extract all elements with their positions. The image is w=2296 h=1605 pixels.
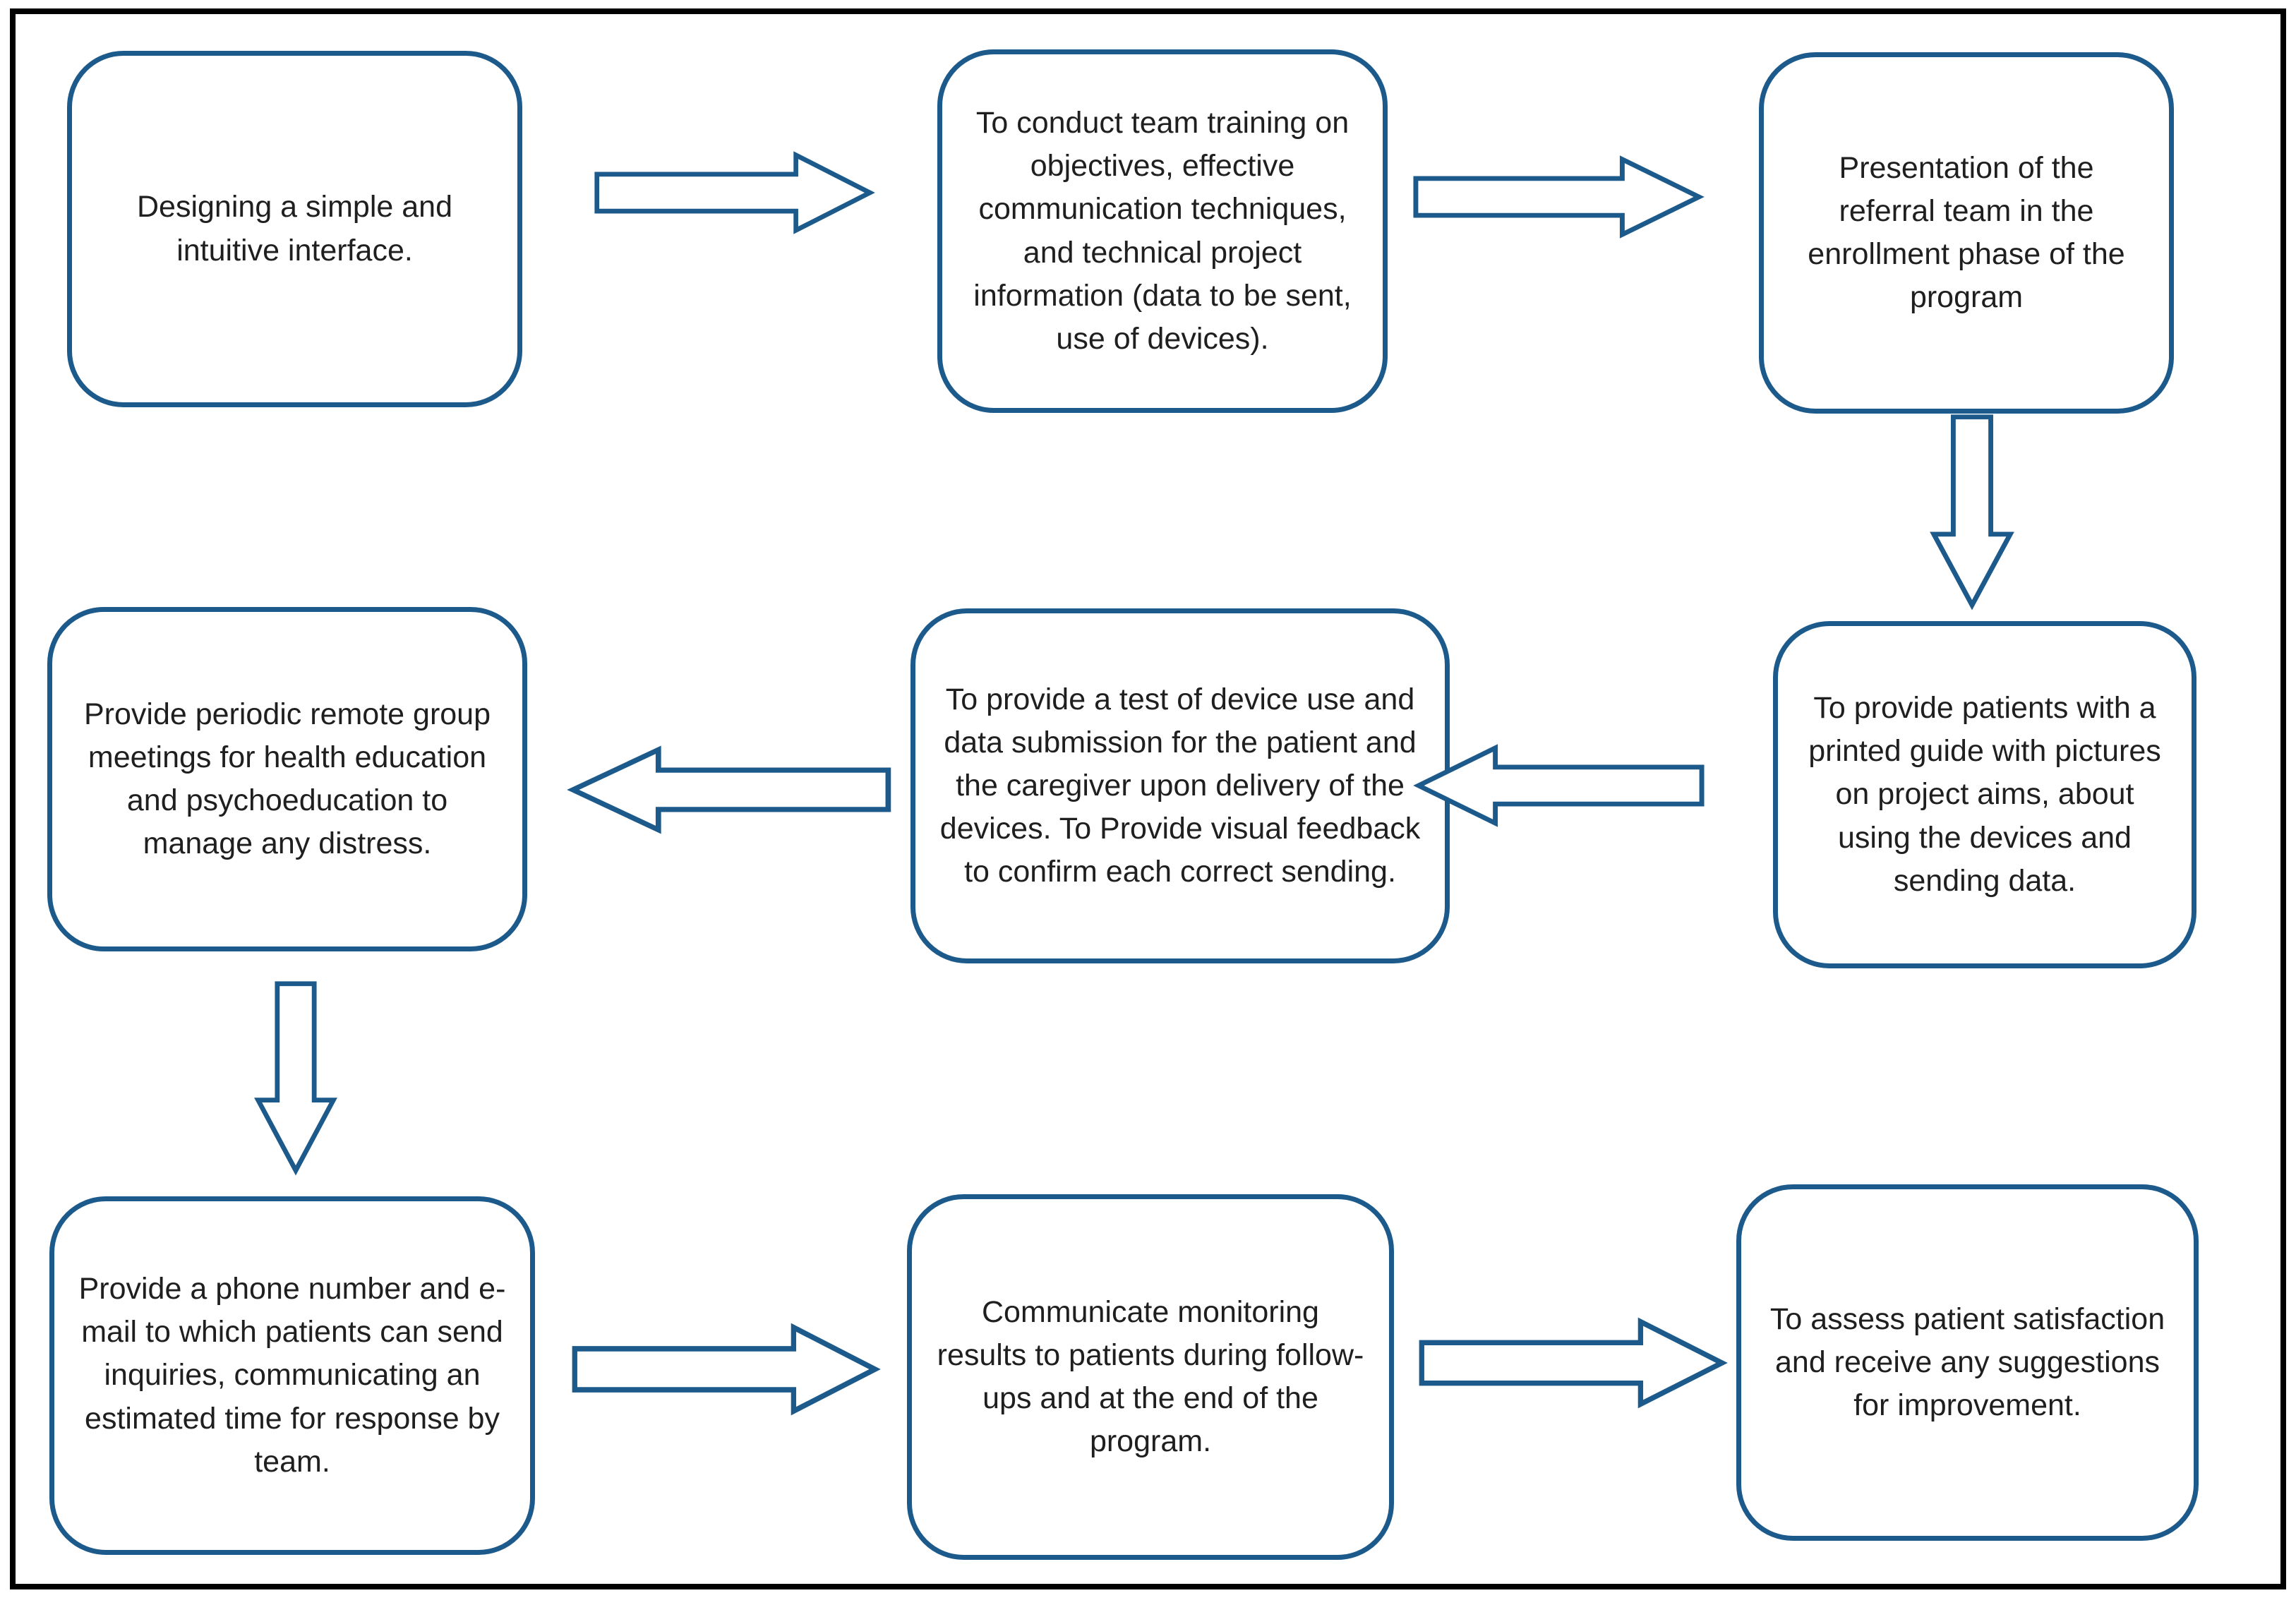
right-arrow-icon-1 [593, 148, 875, 237]
down-arrow-shape [254, 981, 337, 1176]
down-arrow-shape [1930, 414, 2014, 611]
down-arrow-icon-2 [251, 980, 340, 1176]
box-patient-satisfaction-label: To assess patient satisfaction and recei… [1769, 1302, 2165, 1423]
left-arrow-shape [1413, 744, 1705, 827]
box-device-test-label: To provide a test of device use and data… [939, 682, 1421, 889]
right-arrow-icon-3 [570, 1320, 881, 1419]
left-arrow-icon-1 [1413, 741, 1706, 830]
box-printed-guide: To provide patients with a printed guide… [1773, 621, 2196, 968]
box-group-meetings: Provide periodic remote group meetings f… [47, 607, 527, 951]
box-monitoring-results-label: Communicate monitoring results to patien… [937, 1294, 1364, 1459]
right-arrow-shape [594, 151, 875, 234]
box-patient-satisfaction: To assess patient satisfaction and recei… [1736, 1184, 2199, 1541]
left-arrow-shape [567, 745, 891, 834]
box-phone-email-label: Provide a phone number and e-mail to whi… [78, 1272, 506, 1479]
box-team-training: To conduct team training on objectives, … [937, 49, 1388, 413]
box-team-training-label: To conduct team training on objectives, … [973, 106, 1352, 356]
box-group-meetings-label: Provide periodic remote group meetings f… [83, 697, 491, 861]
right-arrow-shape [1419, 1317, 1728, 1409]
box-monitoring-results: Communicate monitoring results to patien… [907, 1194, 1394, 1560]
right-arrow-shape [572, 1323, 881, 1416]
box-device-test: To provide a test of device use and data… [910, 608, 1450, 963]
right-arrow-icon-4 [1417, 1314, 1728, 1412]
right-arrow-shape [1413, 155, 1705, 239]
box-referral-presentation-label: Presentation of the referral team in the… [1808, 150, 2125, 315]
box-designing-interface: Designing a simple and intuitive interfa… [67, 51, 522, 407]
right-arrow-icon-2 [1412, 152, 1705, 241]
box-printed-guide-label: To provide patients with a printed guide… [1808, 691, 2161, 898]
left-arrow-icon-2 [567, 743, 893, 837]
down-arrow-icon-1 [1927, 413, 2017, 611]
box-phone-email: Provide a phone number and e-mail to whi… [49, 1196, 535, 1555]
box-designing-interface-label: Designing a simple and intuitive interfa… [137, 190, 452, 268]
box-referral-presentation: Presentation of the referral team in the… [1759, 52, 2174, 414]
